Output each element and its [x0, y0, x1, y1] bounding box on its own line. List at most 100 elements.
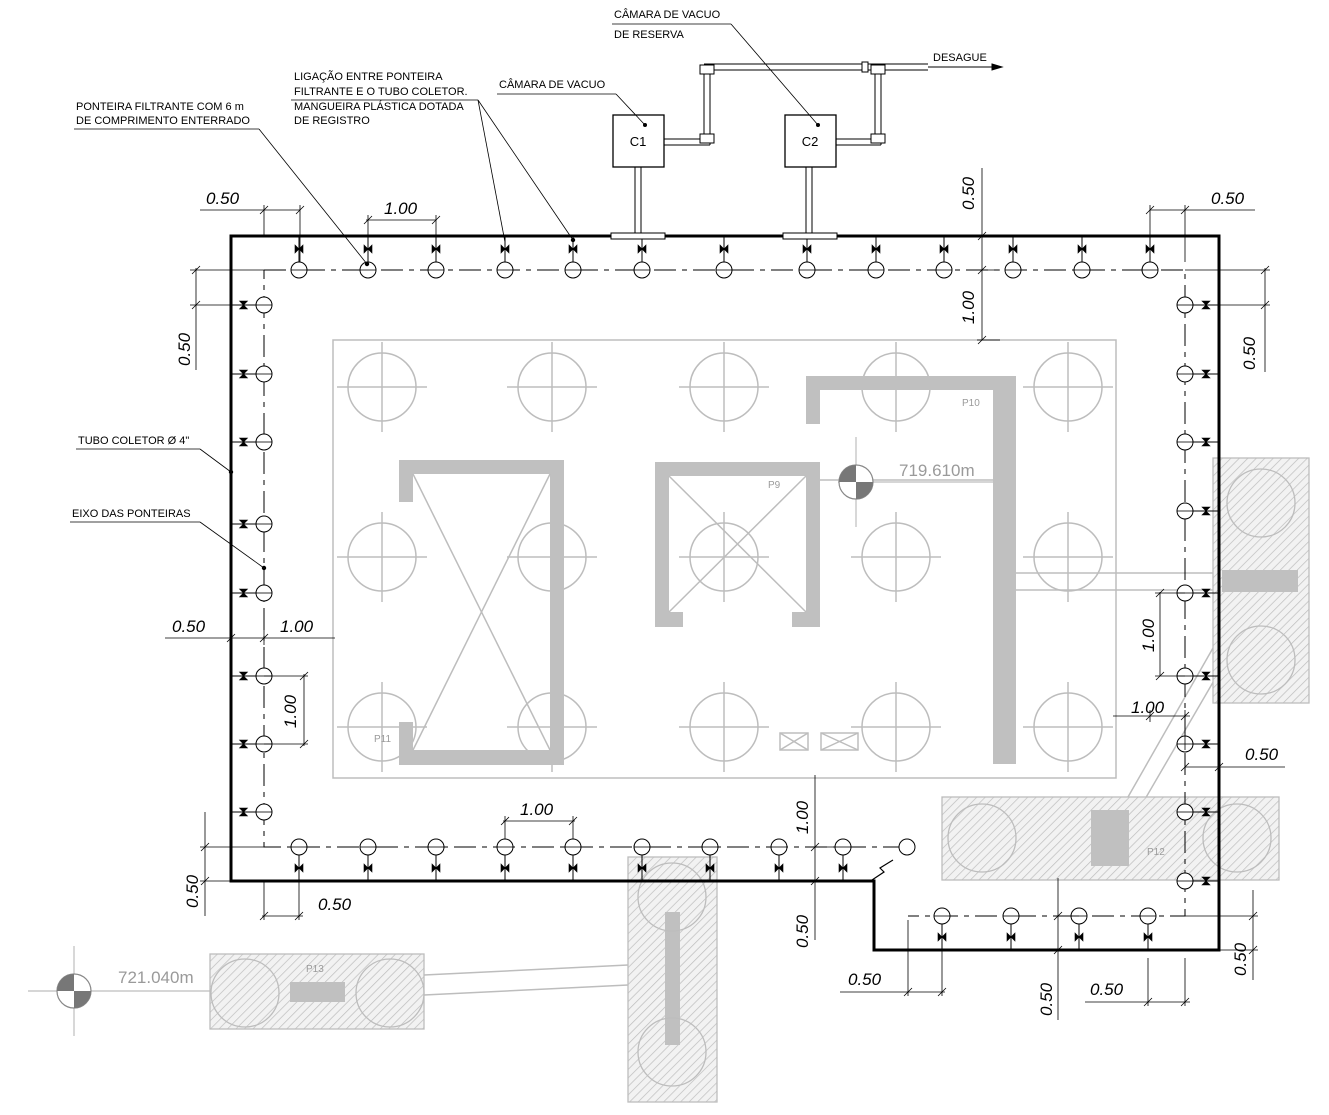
- dim-text: 1.00: [384, 199, 418, 218]
- well-point: [1070, 907, 1088, 950]
- chamber-c2-label: C2: [802, 134, 819, 149]
- well-point: [715, 236, 733, 279]
- valve-icon: [637, 244, 647, 254]
- dimension-tick: [568, 816, 578, 826]
- well-point: [359, 838, 377, 881]
- valve-icon: [238, 588, 249, 598]
- valve-shape: [431, 863, 441, 873]
- dim-text: 0.50: [1231, 942, 1250, 976]
- dimension-tick: [903, 987, 913, 997]
- dimension-tick: [1180, 762, 1190, 772]
- ligacao-line3: MANGUEIRA PLÁSTICA DOTADA: [294, 100, 464, 113]
- well-point: [867, 236, 885, 279]
- annotation-tubo-coletor: TUBO COLETOR Ø 4": [76, 435, 234, 475]
- valve-icon: [774, 863, 784, 873]
- valve-icon: [1201, 506, 1211, 516]
- pile: [851, 512, 941, 602]
- valve-icon: [238, 807, 249, 817]
- dimension-tick: [810, 876, 820, 886]
- dimension-tick: [1248, 911, 1258, 921]
- valve-shape: [1077, 244, 1087, 254]
- wall-right: [806, 376, 1016, 764]
- valve-icon: [705, 863, 715, 873]
- dim-text: 0.50: [1211, 189, 1245, 208]
- annotation-camara-reserva: CÂMARA DE VACUO DE RESERVA: [612, 8, 819, 126]
- well-point: [935, 236, 953, 279]
- dimension-tick: [977, 335, 987, 345]
- pile: [679, 682, 769, 772]
- well-point: [231, 433, 273, 451]
- valve-shape: [637, 244, 647, 254]
- valve-icon: [1201, 588, 1211, 598]
- valve-shape: [238, 739, 249, 749]
- valve-shape: [500, 863, 510, 873]
- valve-icon: [431, 863, 441, 873]
- valve-shape: [568, 863, 578, 873]
- valve-icon: [719, 244, 729, 254]
- pile: [679, 342, 769, 432]
- dim-text: 0.50: [175, 332, 194, 366]
- valve-shape: [1201, 506, 1211, 516]
- valve-icon: [568, 244, 578, 254]
- dim-text: 1.00: [793, 800, 812, 834]
- pile: [1023, 682, 1113, 772]
- dimension-tick: [937, 987, 947, 997]
- chamber-c1-label: C1: [630, 134, 647, 149]
- valve-shape: [1143, 932, 1153, 942]
- dimension-tick: [1180, 711, 1190, 721]
- dim-text: 0.50: [206, 189, 240, 208]
- dim-text: 1.00: [1139, 618, 1158, 652]
- annotation-camara-vacuo: CÂMARA DE VACUO: [497, 78, 646, 126]
- valve-icon: [363, 863, 373, 873]
- wall-left: [399, 460, 564, 765]
- dimension-tick: [1260, 265, 1270, 275]
- valve-icon: [1201, 671, 1211, 681]
- valve-icon: [238, 739, 249, 749]
- well-point: [798, 236, 816, 279]
- well-point: [633, 236, 651, 279]
- valve-icon: [1201, 807, 1211, 817]
- valve-shape: [238, 671, 249, 681]
- well-point: [231, 803, 273, 821]
- valve-shape: [637, 863, 647, 873]
- well-point: [770, 838, 788, 881]
- valve-shape: [238, 519, 249, 529]
- valve-icon: [1077, 244, 1087, 254]
- well-point: [564, 236, 582, 279]
- valve-icon: [1201, 437, 1211, 447]
- well-point: [1176, 803, 1219, 821]
- well-point: [1176, 433, 1219, 451]
- annotation-eixo: EIXO DAS PONTEIRAS: [70, 508, 267, 571]
- elevation-marker-bottom-left: 721.040m: [28, 946, 210, 1036]
- pile: [1023, 342, 1113, 432]
- dimension-tick: [200, 876, 210, 886]
- dim-text: 0.50: [1245, 745, 1279, 764]
- well-point: [1073, 236, 1091, 279]
- dimension-tick: [1248, 945, 1258, 955]
- valve-shape: [939, 244, 949, 254]
- dimension-tick: [1053, 911, 1063, 921]
- well-point: [496, 236, 514, 279]
- dim-text: 0.50: [172, 617, 206, 636]
- valve-shape: [1201, 739, 1211, 749]
- elevation-label-bottom-left: 721.040m: [118, 968, 194, 987]
- ligacao-line1: LIGAÇÃO ENTRE PONTEIRA: [294, 70, 443, 83]
- elevation-marker-top: 719.610m: [838, 437, 993, 527]
- pile: [1023, 512, 1113, 602]
- valve-icon: [939, 244, 949, 254]
- well-point: [290, 236, 308, 279]
- valve-shape: [1074, 932, 1084, 942]
- valve-icon: [1008, 244, 1018, 254]
- valve-icon: [1074, 932, 1084, 942]
- dimension-tick: [1145, 711, 1155, 721]
- footing-outline: [332, 339, 1117, 779]
- valve-icon: [1201, 739, 1211, 749]
- valve-icon: [568, 863, 578, 873]
- well-point: [1002, 907, 1020, 950]
- pile-caps: [209, 457, 1310, 1103]
- valve-icon: [238, 369, 249, 379]
- valve-shape: [568, 244, 578, 254]
- dimension-tick: [200, 842, 210, 852]
- pile: [337, 512, 427, 602]
- valve-shape: [802, 244, 812, 254]
